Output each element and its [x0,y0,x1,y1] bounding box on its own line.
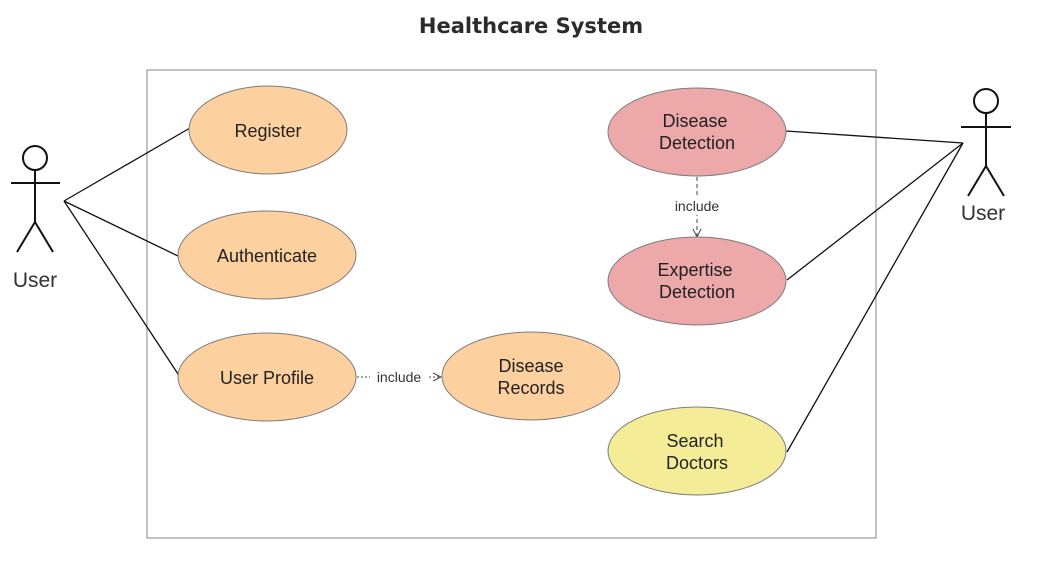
association-left-register [63,127,191,202]
system-boundary [146,69,877,539]
actor-left-leg-right [34,221,54,253]
usecase-disease-records-label-line2: Records [497,378,564,398]
actor-right-leg-left [967,165,987,197]
usecase-search-doctors[interactable]: Search Doctors [607,406,787,496]
usecase-disease-detection-label-line1: Disease [662,111,727,131]
usecase-user-profile-label: User Profile [220,368,314,388]
include-label-detection-expertise: include [675,198,720,214]
association-right-expertise-detection [786,142,964,281]
usecase-authenticate[interactable]: Authenticate [177,210,357,300]
actor-left-label: User [13,269,57,292]
include-label-profile-records: include [377,369,422,385]
actor-left[interactable] [11,145,60,253]
association-right-search-doctors [786,142,964,453]
actor-right-leg-right [985,165,1005,197]
usecase-search-doctors-label-line1: Search [666,431,723,451]
usecase-disease-records-label-line1: Disease [498,356,563,376]
usecase-disease-detection-label-line2: Detection [659,133,735,153]
usecase-register[interactable]: Register [188,85,348,175]
usecase-disease-records[interactable]: Disease Records [441,331,621,421]
usecase-disease-detection[interactable]: Disease Detection [607,87,787,177]
association-left-authenticate [63,200,179,257]
usecase-register-label: Register [234,121,301,141]
usecase-search-doctors-label-line2: Doctors [666,453,728,473]
actor-left-leg-left [16,221,36,253]
usecase-user-profile[interactable]: User Profile [177,332,357,422]
association-right-disease-detection [785,130,964,144]
usecase-authenticate-label: Authenticate [217,246,317,266]
actor-right-label: User [961,202,1005,225]
include-label-bg-2 [668,197,726,215]
actor-right-head [973,88,999,114]
actor-right[interactable] [961,88,1011,197]
diagram-title: Healthcare System [418,14,644,38]
association-left-user-profile [63,200,181,378]
include-label-bg-1 [370,368,428,386]
usecase-expertise-detection[interactable]: Expertise Detection [607,236,787,326]
actor-left-head [22,145,48,171]
usecase-expertise-detection-label-line1: Expertise [657,260,732,280]
usecase-expertise-detection-label-line2: Detection [659,282,735,302]
